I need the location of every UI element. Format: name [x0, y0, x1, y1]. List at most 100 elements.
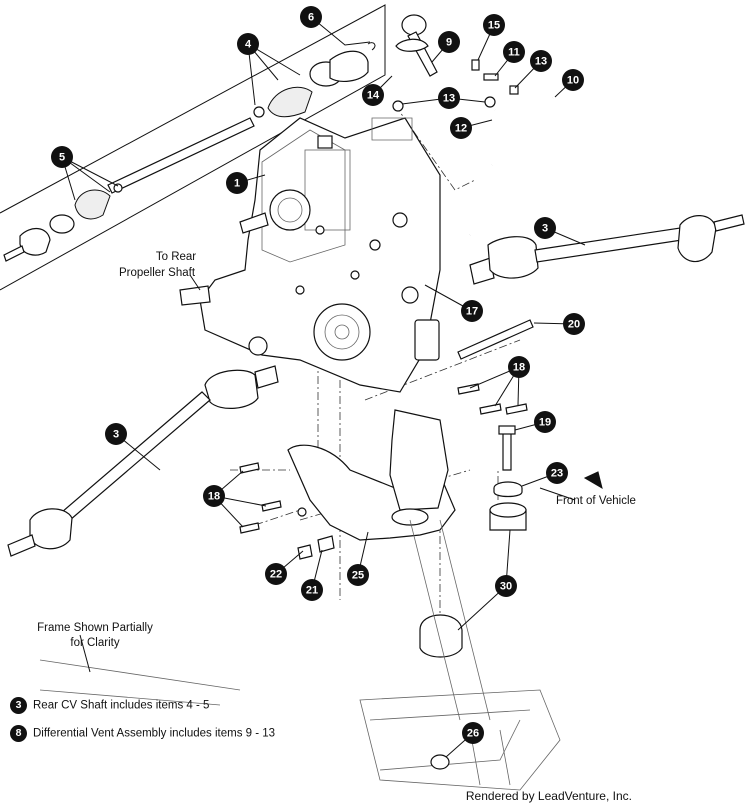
callout-number: 23 [551, 468, 563, 480]
callout-number: 14 [367, 90, 380, 102]
callout-number: 3 [113, 429, 119, 441]
callout-22: 22 [265, 563, 287, 585]
frame-note-line1: Frame Shown Partially [37, 622, 153, 634]
callout-number: 15 [488, 20, 500, 32]
note-text: Differential Vent Assembly includes item… [33, 727, 276, 740]
callout-number: 25 [352, 570, 364, 582]
callout-number: 26 [467, 728, 479, 740]
bolts [239, 383, 528, 534]
callout-circle [483, 14, 505, 36]
callout-circle [462, 722, 484, 744]
callout-circle [530, 50, 552, 72]
callout-13b: 13 [438, 87, 460, 109]
callout-30: 30 [495, 575, 517, 597]
footer-credit: Rendered by LeadVenture, Inc. [465, 789, 632, 803]
callout-circle [495, 575, 517, 597]
callout-number: 22 [270, 569, 282, 581]
callout-number: 12 [455, 123, 467, 135]
callout-circle [546, 462, 568, 484]
callout-9: 9 [438, 31, 460, 53]
callouts: 1334569101112131314151718181920212223252… [51, 6, 585, 744]
callout-circle [347, 564, 369, 586]
callout-3b: 3 [105, 423, 127, 445]
vent-hose [392, 14, 555, 237]
callout-4: 4 [237, 33, 259, 55]
callout-5: 5 [51, 146, 73, 168]
callout-number: 18 [208, 491, 220, 503]
cv-shaft-panel [0, 4, 386, 291]
callout-circle [226, 172, 248, 194]
callout-circle [562, 69, 584, 91]
differential-housing [179, 117, 441, 393]
long-bolt [457, 319, 534, 360]
callout-circle [265, 563, 287, 585]
callout-17: 17 [461, 300, 483, 322]
callout-3a: 3 [534, 217, 556, 239]
callout-21: 21 [301, 579, 323, 601]
callout-number: 4 [245, 39, 252, 51]
callout-20: 20 [563, 313, 585, 335]
callout-circle [301, 579, 323, 601]
callout-1: 1 [226, 172, 248, 194]
callout-10: 10 [562, 69, 584, 91]
cv-shaft-right [469, 214, 745, 285]
callout-circle [534, 217, 556, 239]
callout-number: 20 [568, 319, 580, 331]
callout-15: 15 [483, 14, 505, 36]
callout-11: 11 [503, 41, 525, 63]
callout-23: 23 [546, 462, 568, 484]
callout-circle [461, 300, 483, 322]
callout-circle [237, 33, 259, 55]
callout-12: 12 [450, 117, 472, 139]
callout-number: 17 [466, 306, 478, 318]
callout-circle [51, 146, 73, 168]
callout-number: 13 [443, 93, 455, 105]
note-differential-vent: 8 Differential Vent Assembly includes ite… [10, 725, 275, 742]
callout-number: 1 [234, 178, 240, 190]
callout-25: 25 [347, 564, 369, 586]
callout-18b: 18 [203, 485, 225, 507]
callout-13a: 13 [530, 50, 552, 72]
callout-number: 11 [508, 47, 520, 59]
callout-circle [563, 313, 585, 335]
callout-14: 14 [362, 84, 384, 106]
callout-6: 6 [300, 6, 322, 28]
frame [39, 519, 561, 791]
callout-number: 13 [535, 56, 547, 68]
callout-number: 5 [59, 152, 65, 164]
note-badge: 8 [10, 725, 27, 742]
callout-circle [362, 84, 384, 106]
rear-propeller-label-line1: To Rear [156, 251, 196, 263]
callout-number: 18 [513, 362, 525, 374]
callout-number: 30 [500, 581, 512, 593]
callout-number: 9 [446, 37, 452, 49]
callout-circle [300, 6, 322, 28]
note-badge: 3 [10, 697, 27, 714]
callout-18a: 18 [508, 356, 530, 378]
callout-circle [438, 31, 460, 53]
callout-circle [503, 41, 525, 63]
mount-bracket [287, 409, 456, 560]
callout-circle [508, 356, 530, 378]
callout-circle [105, 423, 127, 445]
rear-propeller-label-line2: Propeller Shaft [119, 267, 196, 279]
cv-shaft-left [7, 365, 279, 557]
front-of-vehicle-label: Front of Vehicle [556, 495, 636, 507]
callout-19: 19 [534, 411, 556, 433]
callout-circle [450, 117, 472, 139]
note-text: Rear CV Shaft includes items 4 - 5 [33, 699, 210, 712]
callout-circle [438, 87, 460, 109]
callout-circle [203, 485, 225, 507]
callout-number: 10 [567, 75, 579, 87]
bushings [419, 471, 603, 658]
callout-26: 26 [462, 722, 484, 744]
text-labels: To Rear Propeller Shaft Front of Vehicle… [37, 251, 636, 649]
frame-note-line2: for Clarity [70, 637, 119, 649]
callout-number: 6 [308, 12, 314, 24]
note-rear-cv-shaft: 3 Rear CV Shaft includes items 4 - 5 [10, 697, 209, 714]
callout-circle [534, 411, 556, 433]
callout-number: 21 [306, 585, 318, 597]
callout-number: 3 [542, 223, 548, 235]
callout-number: 19 [539, 417, 551, 429]
